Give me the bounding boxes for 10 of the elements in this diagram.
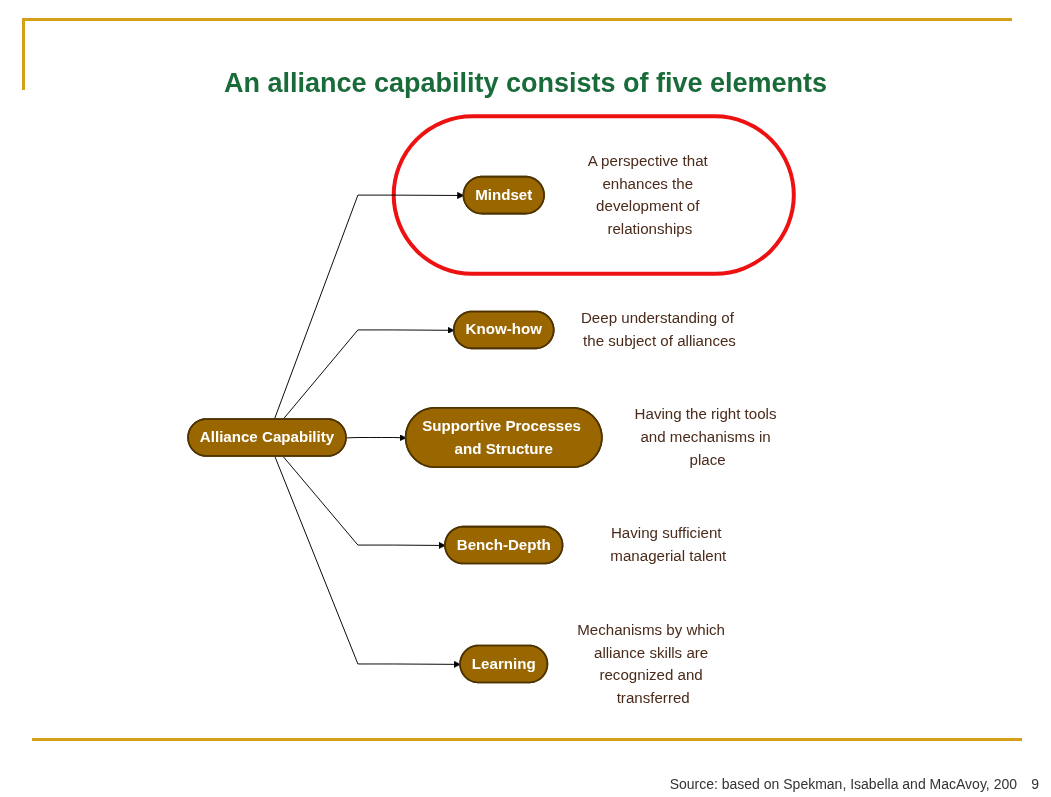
node-label: Mechanisms by which alliance skills are recognized and transferred bbox=[577, 621, 726, 706]
node-label: Having sufficient managerial talent bbox=[610, 524, 727, 565]
diagram: Alliance Capability Know-how Deep understanding of the subject of alliances Supportive Processes and Structure Having the right tools and mechanisms in place Bench-Depth Having sufficient managerial talent Learning Mechanisms by which alliance skills are recognized and transferred Mindset A perspective that enhances the development of relationships bbox=[10, 110, 1040, 730]
cluster bbox=[391, 114, 796, 276]
node-label: Having the right tools and mechanisms in place bbox=[634, 405, 777, 468]
node-label: A perspective that enhances the development of relationships bbox=[587, 152, 708, 237]
title: An alliance capability consists of five elements bbox=[222, 68, 829, 99]
node-label: Deep understanding of the subject of alliances bbox=[580, 309, 736, 350]
source-caption: Source: based on Spekman, Isabella and MacAvoy, 200 bbox=[669, 776, 1017, 792]
page-number: 9 bbox=[1031, 776, 1039, 792]
